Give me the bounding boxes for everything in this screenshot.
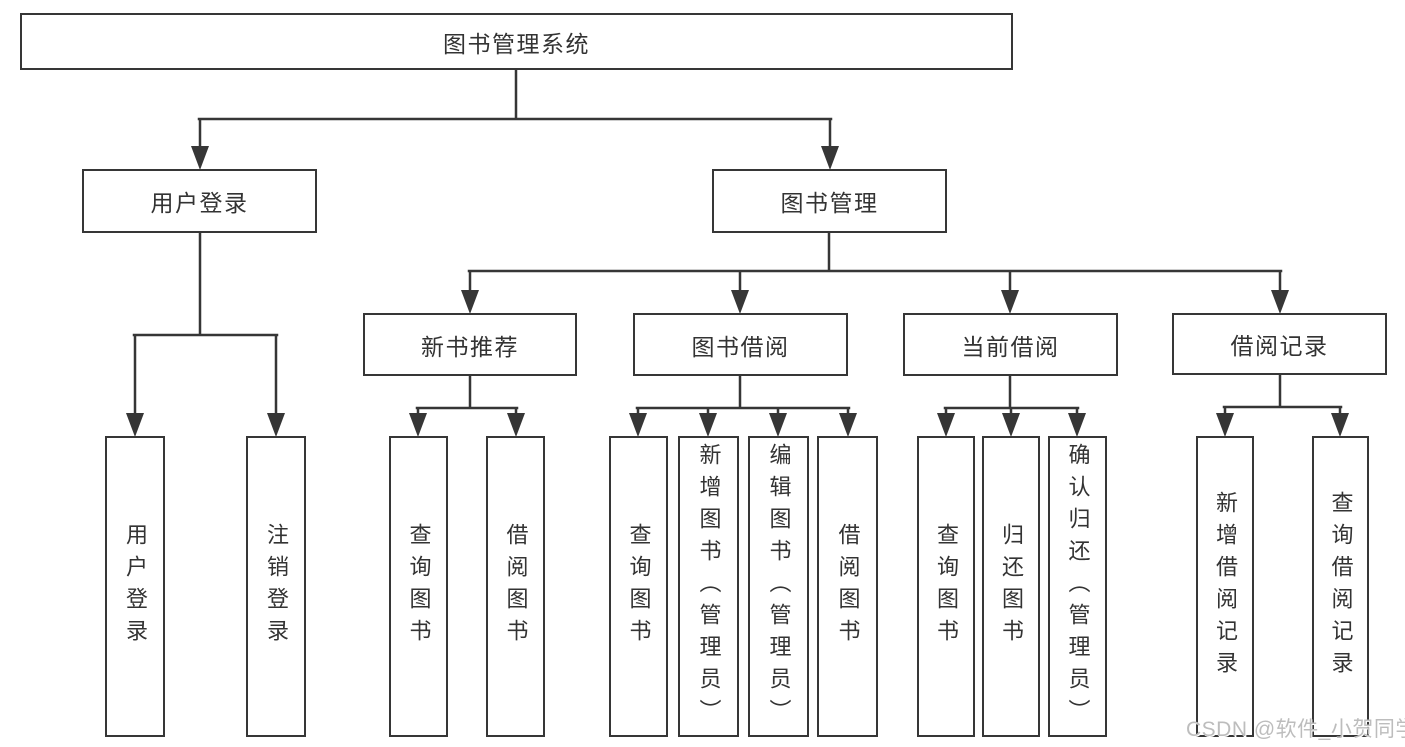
node-book-management: 图书管理 [712,169,947,233]
node-borrowing-records: 借阅记录 [1172,313,1387,375]
node-leaf-query-books-borrow: 查询图书 [609,436,668,737]
node-leaf-add-book-admin: 新增图书（管理员） [678,436,739,737]
node-user-login: 用户登录 [82,169,317,233]
node-leaf-logout: 注销登录 [246,436,306,737]
node-leaf-query-books-current: 查询图书 [917,436,975,737]
node-current-borrowing: 当前借阅 [903,313,1118,376]
node-book-borrowing: 图书借阅 [633,313,848,376]
watermark: CSDN @软件_小贺同学 [1186,718,1405,741]
node-leaf-return-books: 归还图书 [982,436,1040,737]
node-leaf-add-borrow-record: 新增借阅记录 [1196,436,1254,737]
node-leaf-query-borrow-record: 查询借阅记录 [1312,436,1369,737]
node-new-book-recommendation: 新书推荐 [363,313,577,376]
arrowheads [126,146,1349,437]
node-leaf-borrow-books-recommend: 借阅图书 [486,436,545,737]
node-root: 图书管理系统 [20,13,1013,70]
node-leaf-confirm-return-admin: 确认归还（管理员） [1048,436,1107,737]
node-leaf-user-login: 用户登录 [105,436,165,737]
node-leaf-edit-book-admin: 编辑图书（管理员） [748,436,809,737]
node-leaf-borrow-books: 借阅图书 [817,436,878,737]
node-leaf-query-books-recommend: 查询图书 [389,436,448,737]
